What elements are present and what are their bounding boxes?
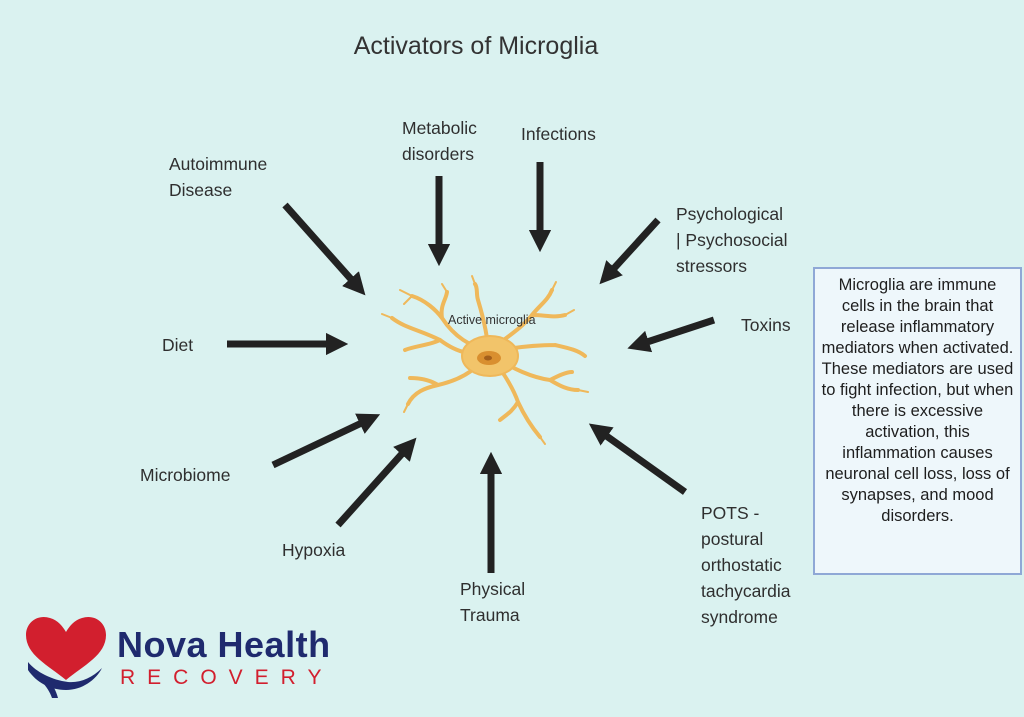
label-metabolic: Metabolic disorders (402, 118, 477, 164)
arrow-autoimmune (282, 202, 366, 296)
label-trauma: Physical Trauma (460, 579, 526, 625)
label-infections: Infections (521, 124, 596, 144)
heart-hand-icon (26, 616, 106, 698)
logo-name: Nova Health (117, 624, 331, 665)
label-diet: Diet (162, 335, 194, 355)
label-toxins: Toxins (741, 315, 791, 335)
arrow-psychological (599, 217, 661, 285)
arrow-toxins (627, 316, 716, 353)
arrow-pots (588, 423, 688, 495)
arrow-microbiome (271, 413, 381, 469)
center-label: Active microglia (448, 313, 536, 327)
arrow-hypoxia (335, 437, 417, 528)
label-autoimmune: Autoimmune Disease (169, 154, 268, 200)
logo-subtitle: RECOVERY (120, 666, 334, 689)
label-psychological: Psychological | Psychosocial stressors (676, 204, 788, 276)
label-pots: POTS - postural orthostatic tachycardia … (701, 503, 791, 627)
nova-health-logo: Nova Health RECOVERY (18, 610, 348, 700)
diagram-title: Activators of Microglia (353, 32, 599, 60)
microglia-cell-icon (381, 275, 589, 445)
label-hypoxia: Hypoxia (282, 540, 346, 560)
label-microbiome: Microbiome (140, 465, 231, 485)
info-box: Microglia are immune cells in the brain … (813, 267, 1022, 575)
